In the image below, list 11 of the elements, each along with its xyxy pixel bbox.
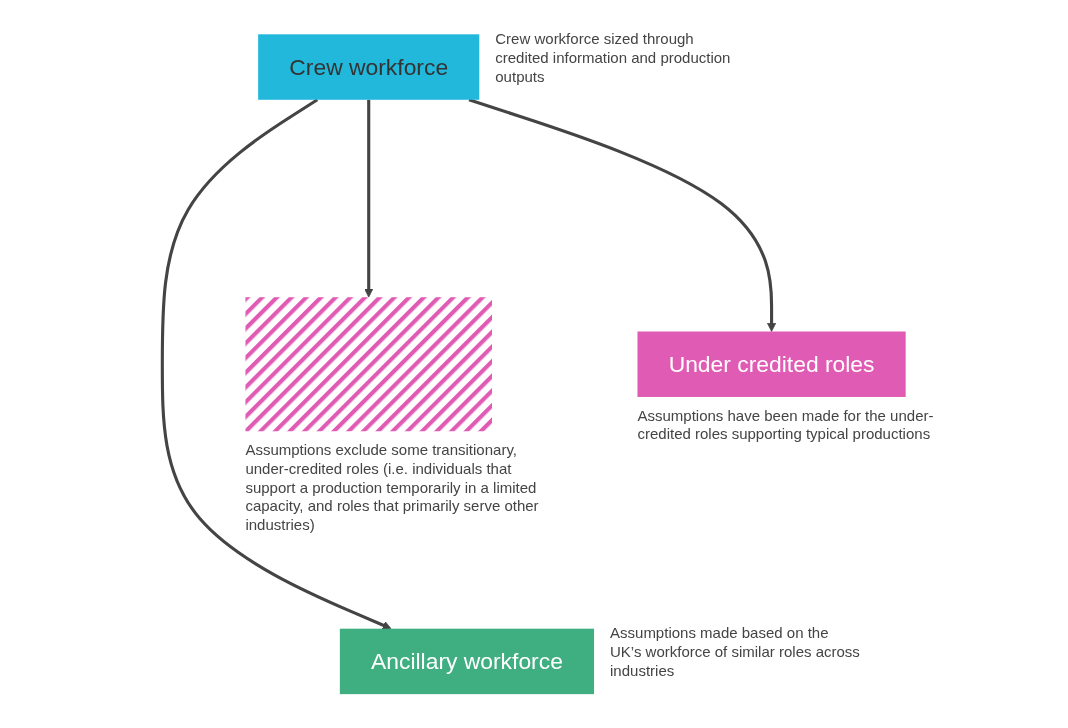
node-box: [258, 34, 480, 100]
arrow: [468, 98, 777, 332]
node-note: Assumptions exclude some transitionary, under-credited roles (i.e. individuals that support a production temporarily in a limited capacity, and roles that primarily serve other industries): [245, 441, 540, 535]
node-box: [245, 297, 492, 431]
arrow: [364, 99, 374, 298]
arrow: [160, 98, 392, 630]
node-box: [339, 628, 595, 694]
node-note: Assumptions made based on the UK’s workforce of similar roles across industries: [610, 624, 861, 681]
node-note: Crew workforce sized through credited information and production outputs: [495, 30, 732, 87]
node-note: Assumptions have been made for the under-credited roles supporting typical productions: [637, 406, 935, 445]
node-box: [637, 331, 906, 397]
